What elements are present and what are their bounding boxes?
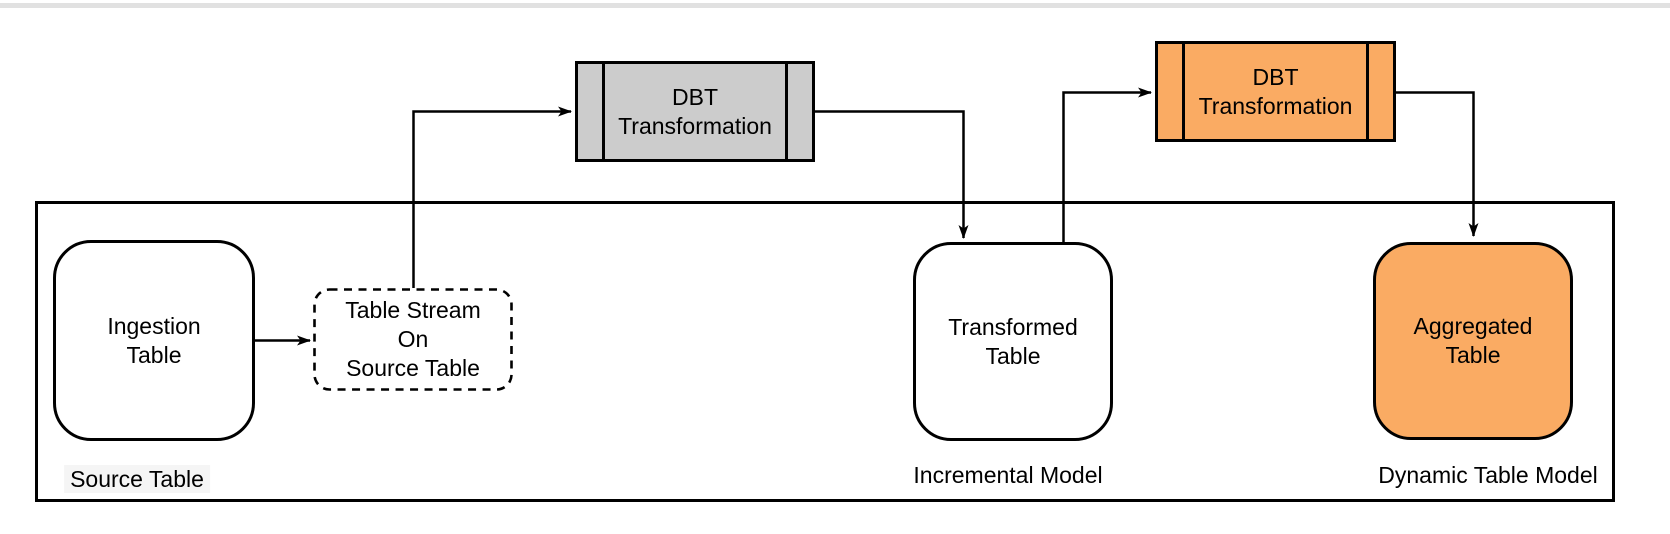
page-top-border — [0, 3, 1670, 8]
process-inset-bar-right — [1366, 43, 1369, 140]
dynamic-table-model-group-label: Dynamic Table Model — [1378, 462, 1598, 488]
dbt-transformation-orange-node: DBT Transformation — [1155, 41, 1396, 142]
aggregated-table-node: Aggregated Table — [1373, 242, 1573, 440]
incremental-model-group-label: Incremental Model — [913, 462, 1103, 488]
source-table-group-label: Source Table — [64, 465, 210, 493]
dbt-gray-label-line2: Transformation — [618, 112, 772, 139]
table-stream-node: Table Stream On Source Table — [313, 288, 513, 391]
table-stream-label-line2: On — [397, 326, 429, 352]
dbt-orange-label-line2: Transformation — [1198, 92, 1353, 119]
ingestion-table-label-line1: Ingestion — [107, 312, 201, 339]
ingestion-table-label-line2: Table — [126, 341, 182, 368]
transformed-table-label-line2: Table — [985, 342, 1041, 369]
table-stream-label-line3: Source Table — [346, 355, 480, 381]
ingestion-table-node: Ingestion Table — [53, 240, 255, 441]
transformed-table-label-line1: Transformed — [948, 313, 1078, 340]
transformed-table-node: Transformed Table — [913, 242, 1113, 441]
dbt-transformation-gray-node: DBT Transformation — [575, 61, 815, 162]
process-inset-bar-left — [1182, 43, 1185, 140]
dbt-orange-label-line1: DBT — [1252, 63, 1299, 90]
aggregated-table-label-line2: Table — [1445, 342, 1501, 368]
dbt-gray-label-line1: DBT — [672, 83, 718, 110]
process-inset-bar-left — [602, 63, 605, 160]
aggregated-table-label-line1: Aggregated — [1413, 313, 1533, 339]
process-inset-bar-right — [785, 63, 788, 160]
table-stream-label-line1: Table Stream — [345, 297, 481, 323]
